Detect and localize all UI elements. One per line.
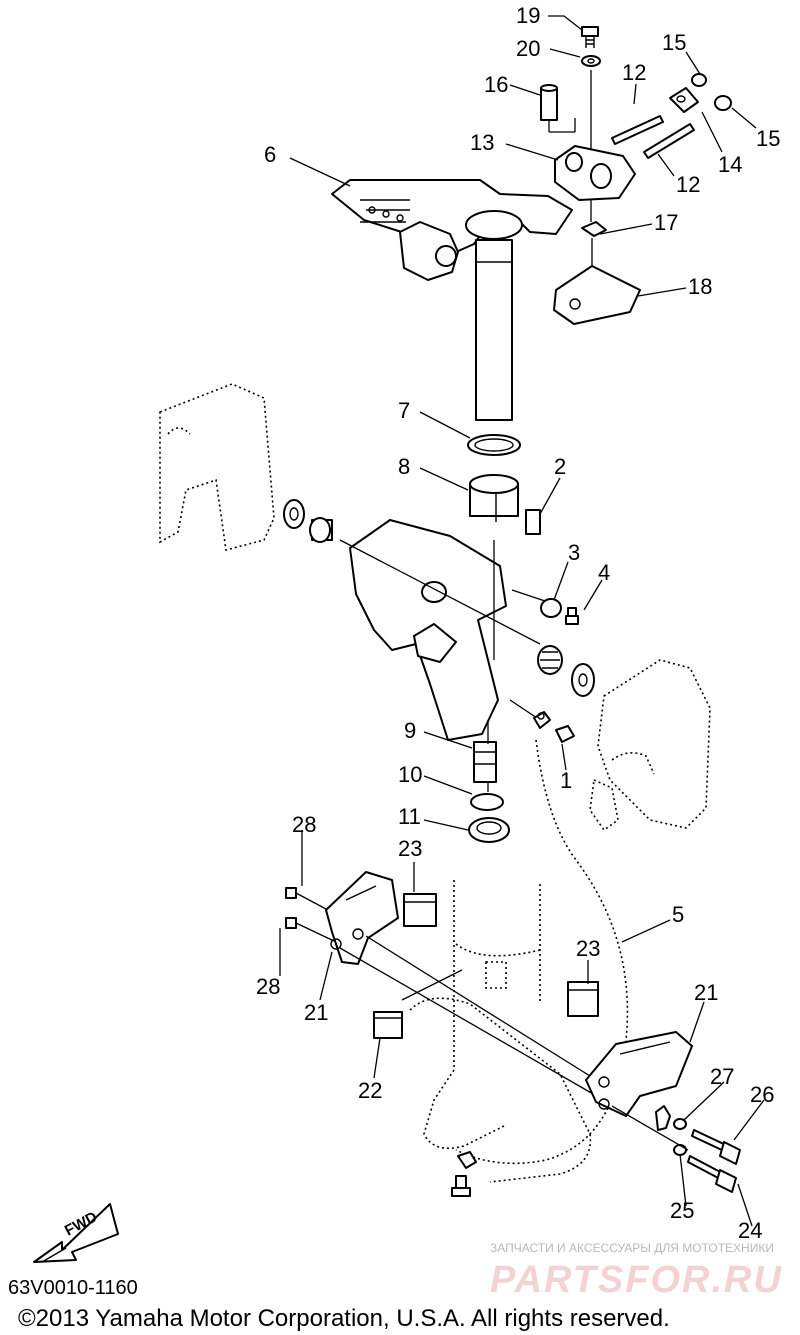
callout-2: 2 <box>554 454 566 479</box>
callout-21: 21 <box>694 980 718 1005</box>
callout-21: 21 <box>304 1000 328 1025</box>
callout-25: 25 <box>670 1198 694 1223</box>
callout-26: 26 <box>750 1082 774 1107</box>
callout-labels: 19 20 16 15 12 13 6 17 14 15 12 18 7 8 2… <box>256 3 780 1243</box>
callout-9: 9 <box>404 718 416 743</box>
callout-10: 10 <box>398 762 422 787</box>
callout-14: 14 <box>718 152 742 177</box>
callout-5: 5 <box>672 902 684 927</box>
callout-28: 28 <box>292 812 316 837</box>
callout-15: 15 <box>662 30 686 55</box>
fwd-arrow: FWD <box>33 1203 119 1263</box>
watermark-brand: PARTSFOR.RU <box>490 1259 783 1301</box>
callout-12: 12 <box>622 60 646 85</box>
steering-arm-assembly <box>331 26 732 421</box>
callout-13: 13 <box>470 130 494 155</box>
callout-16: 16 <box>484 72 508 97</box>
callout-22: 22 <box>358 1078 382 1103</box>
callout-19: 19 <box>516 3 540 28</box>
watermark-tagline: ЗАПЧАСТИ И АКСЕССУАРЫ ДЛЯ МОТОТЕХНИКИ <box>490 1241 774 1255</box>
callout-20: 20 <box>516 36 540 61</box>
callout-23: 23 <box>398 836 422 861</box>
callout-28: 28 <box>256 974 280 999</box>
drawing-code: 63V0010-1160 <box>8 1277 138 1299</box>
callout-17: 17 <box>654 210 678 235</box>
callout-4: 4 <box>598 560 610 585</box>
callout-3: 3 <box>568 540 580 565</box>
callout-1: 1 <box>560 768 572 793</box>
callout-12: 12 <box>676 172 700 197</box>
leader-lines <box>279 15 765 1227</box>
lower-mount-assembly <box>285 739 741 1197</box>
callout-6: 6 <box>264 142 276 167</box>
callout-8: 8 <box>398 454 410 479</box>
callout-7: 7 <box>398 398 410 423</box>
watermark: ЗАПЧАСТИ И АКСЕССУАРЫ ДЛЯ МОТОТЕХНИКИ PA… <box>490 1241 783 1301</box>
callout-11: 11 <box>398 804 421 829</box>
callout-15: 15 <box>756 126 780 151</box>
callout-18: 18 <box>688 274 712 299</box>
swivel-bracket-assembly <box>159 383 711 843</box>
callout-27: 27 <box>710 1064 734 1089</box>
copyright-notice: ©2013 Yamaha Motor Corporation, U.S.A. A… <box>18 1305 670 1332</box>
callout-23: 23 <box>576 936 600 961</box>
callout-24: 24 <box>738 1218 762 1243</box>
